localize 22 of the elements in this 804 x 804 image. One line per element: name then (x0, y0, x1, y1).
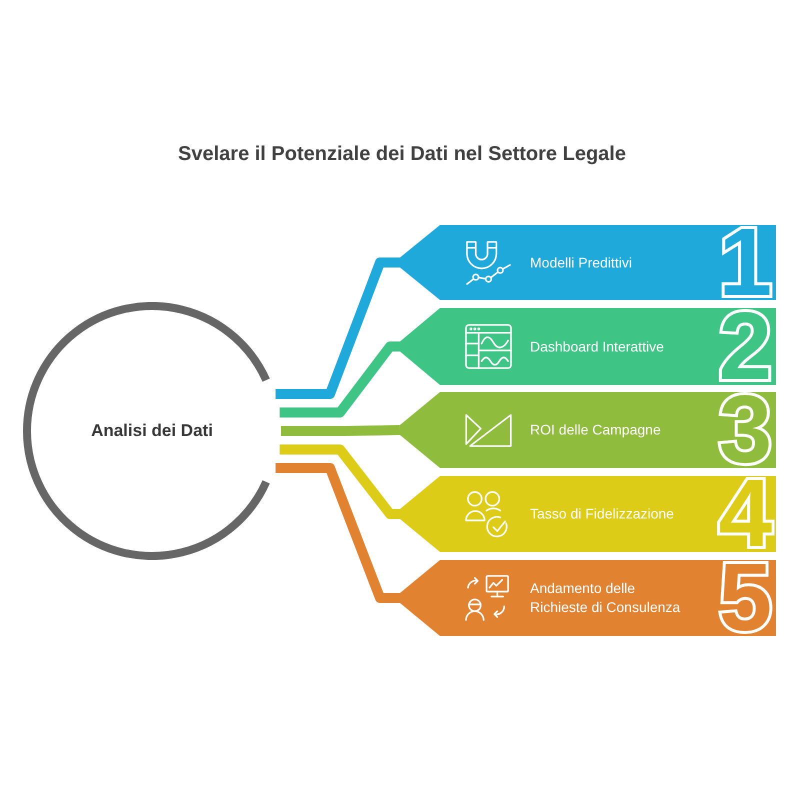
connector-line (276, 258, 400, 399)
node-label: Analisi dei Dati (91, 421, 213, 441)
step-number: 1 (718, 225, 772, 300)
step-label: Tasso di Fidelizzazione (530, 504, 675, 524)
step-label: Modelli Predittivi (530, 253, 633, 272)
step-number: 2 (718, 308, 772, 385)
step-band (400, 476, 776, 552)
connector-line (281, 425, 400, 436)
step-band (400, 392, 776, 468)
step-label: ROI delle Campagne (530, 420, 662, 440)
diagram-title: Svelare il Potenziale dei Dati nel Settore Legale (178, 143, 626, 166)
step-number: 5 (718, 560, 772, 636)
connector-line (280, 444, 400, 519)
connector-line (276, 463, 400, 603)
step-number: 3 (718, 392, 772, 468)
step-band (400, 308, 776, 385)
step-label: Andamento delle Richieste di Consulenza (530, 579, 682, 617)
step-label: Dashboard Interattive (530, 337, 665, 356)
step-number: 4 (718, 476, 772, 552)
step-band (400, 225, 776, 300)
connector-line (280, 342, 400, 418)
step-band (400, 560, 776, 636)
